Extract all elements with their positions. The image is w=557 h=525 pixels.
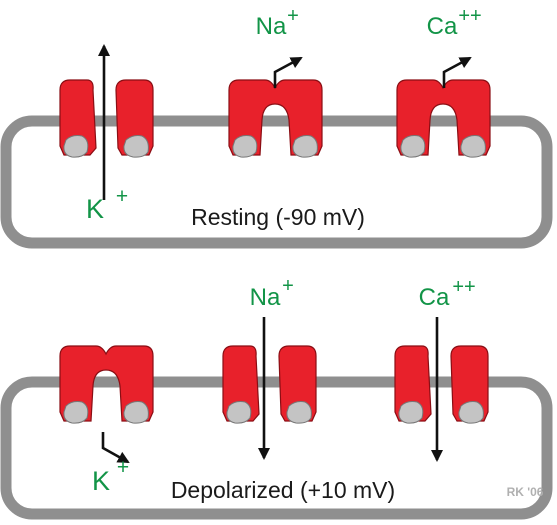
ion-label-ca-depolarized: Ca	[419, 284, 450, 311]
ion-charge-ca-depolarized: ++	[452, 276, 475, 298]
caption-resting: Resting (-90 mV)	[191, 204, 365, 230]
ion-label-k-depolarized: K	[92, 466, 110, 496]
cell-membrane-resting	[0, 115, 553, 249]
ion-charge-na-depolarized: +	[282, 275, 294, 297]
k-blocked-arrow	[101, 432, 130, 464]
ion-label-ca-resting: Ca	[427, 13, 458, 40]
signature: RK '06	[507, 485, 544, 499]
ion-charge-k-resting: +	[116, 185, 128, 208]
cell-membrane-depolarized	[0, 376, 553, 520]
caption-depolarized: Depolarized (+10 mV)	[171, 477, 395, 503]
ca-blocked-arrow	[442, 56, 472, 88]
panel-resting: K + Na + Ca ++ Resting (-90 mV)	[0, 5, 553, 249]
ion-label-na-resting: Na	[256, 13, 287, 40]
na-blocked-arrow	[273, 56, 303, 88]
ion-label-k-resting: K	[86, 194, 104, 224]
panel-depolarized: K + Na + Ca ++ Depolarized (+10 mV)	[0, 275, 553, 520]
ion-charge-na-resting: +	[287, 5, 299, 27]
ion-charge-ca-resting: ++	[458, 5, 481, 27]
ion-charge-k-depolarized: +	[117, 456, 129, 479]
ion-label-na-depolarized: Na	[250, 284, 281, 311]
